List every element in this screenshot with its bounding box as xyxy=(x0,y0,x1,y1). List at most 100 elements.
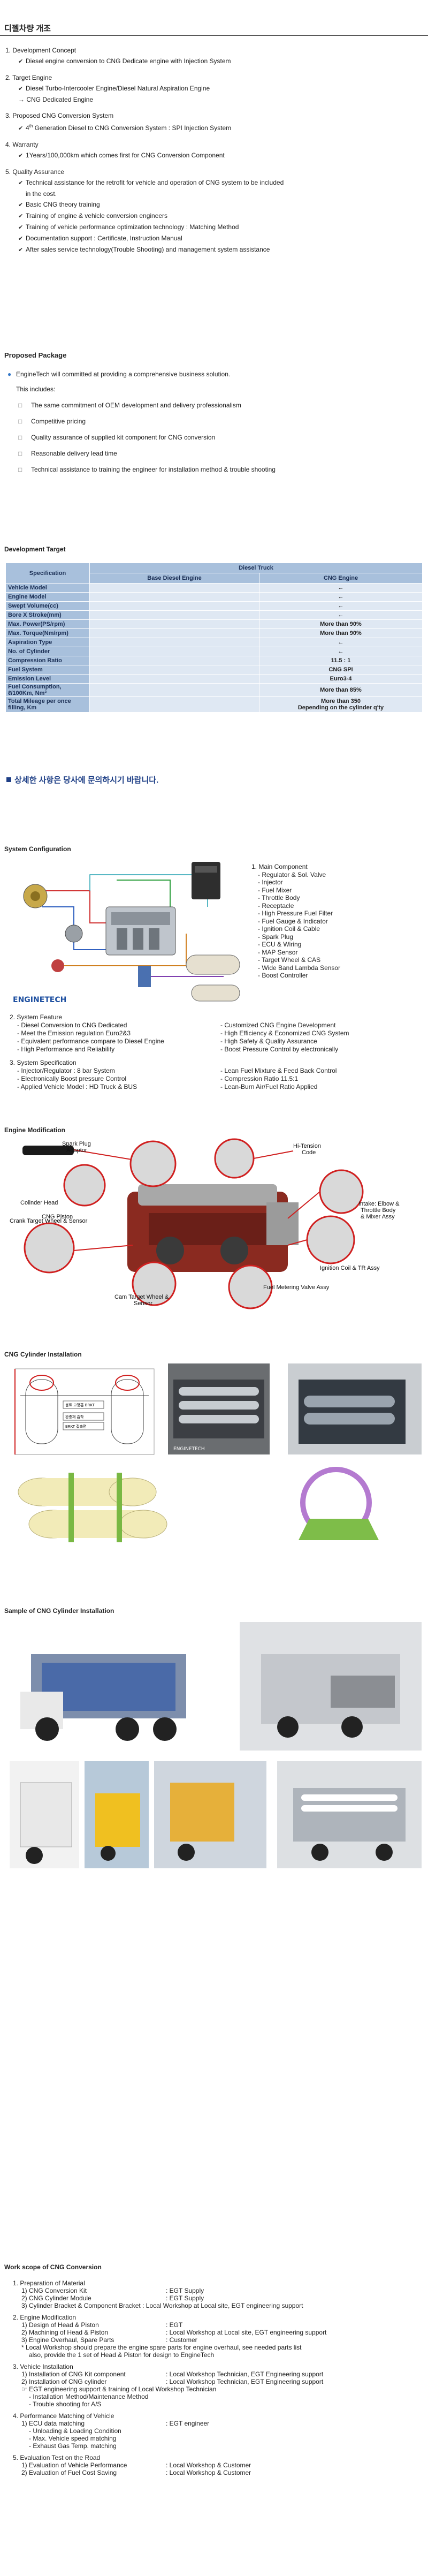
square-bullet-icon: □ xyxy=(18,401,22,409)
warranty-heading: 4. Warranty xyxy=(5,141,39,148)
proposed-list: □The same commitment of OEM development … xyxy=(7,397,414,478)
photo-truck-2 xyxy=(240,1622,422,1751)
target-spec-table: Specification Diesel Truck Base Diesel E… xyxy=(5,563,423,713)
ignition-label: Ignition Coil & TR Assy xyxy=(320,1265,380,1271)
cam-label: Cam Target Wheel & xyxy=(114,1294,169,1300)
check-icon: ✔ xyxy=(18,202,24,208)
system-config-heading: System Configuration xyxy=(4,845,71,853)
target-engine-item: ✔Diesel Turbo-Intercooler Engine/Diesel … xyxy=(5,83,412,94)
table-row: No. of Cylinder← xyxy=(5,647,423,656)
check-icon: ✔ xyxy=(18,86,24,92)
table-row: Swept Volume(cc)← xyxy=(5,601,423,611)
group-column-header: Diesel Truck xyxy=(89,563,423,573)
quality-item: ✔Documentation support : Certificate, In… xyxy=(5,233,412,244)
work-scope-section: 1. Preparation of Material 1) CNG Conver… xyxy=(13,2279,327,2476)
table-row: Aspiration Type← xyxy=(5,638,423,647)
overview-section: 1. Development Concept ✔Diesel engine co… xyxy=(5,45,412,255)
target-engine-arrow: → CNG Dedicated Engine xyxy=(18,96,94,103)
bullet-icon: ● xyxy=(7,370,12,378)
check-icon: ✔ xyxy=(18,213,24,219)
cyl-sample-heading: Sample of CNG Cylinder Installation xyxy=(4,1607,114,1615)
detail-circles xyxy=(24,1138,364,1309)
quality-heading: 5. Quality Assurance xyxy=(5,168,65,176)
warranty-item: ✔1Years/100,000km which comes first for … xyxy=(5,150,412,161)
engine-mod-heading: Engine Modification xyxy=(4,1126,65,1134)
intake-label-2: Throttle Body xyxy=(361,1207,396,1214)
spark-plug-label-2: Adaptor xyxy=(66,1147,87,1154)
regulator xyxy=(23,884,48,908)
proposed-lead: ●EngineTech will committed at providing … xyxy=(7,368,414,380)
svg-text:완충재 흡착: 완충재 흡착 xyxy=(65,1414,84,1419)
check-icon: ✔ xyxy=(18,224,24,231)
photo-truck-1 xyxy=(10,1622,213,1751)
photo-truck-6 xyxy=(277,1761,422,1868)
system-diagram: ENGINETECH xyxy=(10,859,245,1006)
table-row: Total Mileage per once filling, Km More … xyxy=(5,696,423,713)
cng-tank xyxy=(186,954,240,1002)
svg-text:ENGINETECH: ENGINETECH xyxy=(13,996,66,1004)
concept-heading: 1. Development Concept xyxy=(5,47,77,54)
hi-tension-label: Hi-Tension xyxy=(293,1143,321,1149)
target-table-body: Vehicle Model← Engine Model← Swept Volum… xyxy=(5,583,423,713)
cam-label-2: Sensor xyxy=(134,1300,152,1307)
square-bullet-icon: □ xyxy=(18,418,22,425)
base-column-header: Base Diesel Engine xyxy=(89,573,259,584)
crank-label: Crank Target Wheel & Sensor xyxy=(10,1218,88,1224)
fuel-mixer xyxy=(51,925,151,987)
intake-label: Intake: Elbow & xyxy=(358,1201,400,1207)
quality-item: ✔Technical assistance for the retrofit f… xyxy=(5,177,412,188)
svg-text:BRKT 접촉면: BRKT 접촉면 xyxy=(65,1424,87,1429)
cylinder-drawing: 볼트 고정홈 BRKT 완충재 흡착 BRKT 접촉면 xyxy=(14,1368,155,1455)
table-row: Vehicle Model← xyxy=(5,583,423,593)
quality-item: ✔Training of vehicle performance optimiz… xyxy=(5,222,412,233)
table-row: Max. Torque(Nm/rpm)More than 90% xyxy=(5,628,423,638)
list-item: □Quality assurance of supplied kit compo… xyxy=(18,429,414,445)
inquiry-notice: 상세한 사항은 당사에 문의하시기 바랍니다. xyxy=(6,774,158,785)
hi-tension-label-2: Code xyxy=(302,1149,316,1156)
concept-item: ✔Diesel engine conversion to CNG Dedicat… xyxy=(5,56,412,67)
spec-column-header: Specification xyxy=(5,563,90,584)
proposed-system-heading: 3. Proposed CNG Conversion System xyxy=(5,112,114,119)
quality-item: in the cost. xyxy=(26,190,57,198)
cyl-sample-photos xyxy=(10,1622,422,1868)
list-item: □Reasonable delivery lead time xyxy=(18,445,414,461)
proposed-heading: Proposed Package xyxy=(4,351,67,359)
cylinder-model-render xyxy=(18,1473,167,1542)
check-icon: ✔ xyxy=(18,180,24,186)
proposed-includes: This includes: xyxy=(16,385,56,393)
installed-cylinder-photo: ENGINETECH xyxy=(168,1363,270,1454)
check-icon: ✔ xyxy=(18,247,24,253)
engine-photo xyxy=(127,1184,299,1272)
check-icon: ✔ xyxy=(18,236,24,242)
quality-item: ✔Basic CNG theory training xyxy=(5,199,412,210)
engine-modification-figure: Spark Plug Adaptor Hi-Tension Code Colin… xyxy=(10,1138,400,1309)
square-bullet-icon: □ xyxy=(18,466,22,473)
system-notes: 2. System Feature - Diesel Conversion to… xyxy=(10,1013,349,1090)
spark-plug-label: Spark Plug xyxy=(62,1141,91,1147)
photo-truck-5 xyxy=(154,1761,266,1868)
main-component-list: 1. Main Component - Regulator & Sol. Val… xyxy=(251,863,341,979)
quality-item: ✔Training of engine & vehicle conversion… xyxy=(5,210,412,222)
check-icon: ✔ xyxy=(18,58,24,65)
table-row: Engine Model← xyxy=(5,592,423,602)
square-icon xyxy=(6,777,11,782)
svg-text:볼트 고정홈 BRKT: 볼트 고정홈 BRKT xyxy=(65,1403,95,1407)
title-divider xyxy=(0,35,428,36)
check-icon: ✔ xyxy=(18,153,24,159)
list-item: □The same commitment of OEM development … xyxy=(18,397,414,413)
quality-item: ✔After sales service technology(Trouble … xyxy=(5,244,412,255)
bracket-model-render xyxy=(299,1467,379,1540)
callout-lines xyxy=(73,1149,320,1251)
table-row: Bore X Stroke(mm)← xyxy=(5,610,423,620)
cyl-install-figure: 볼트 고정홈 BRKT 완충재 흡착 BRKT 접촉면 ENGINETECH xyxy=(14,1363,422,1542)
svg-text:ENGINETECH: ENGINETECH xyxy=(173,1446,205,1452)
cylinder-head-label: Colinder Head xyxy=(20,1200,58,1206)
list-item: □Technical assistance to training the en… xyxy=(18,461,414,478)
target-engine-heading: 2. Target Engine xyxy=(5,74,52,81)
truck-tank-photo xyxy=(288,1363,422,1454)
fuel-metering-label: Fuel Metering Valve Assy xyxy=(263,1284,330,1291)
photo-truck-3 xyxy=(10,1761,79,1868)
work-scope-heading: Work scope of CNG Conversion xyxy=(4,2263,102,2271)
